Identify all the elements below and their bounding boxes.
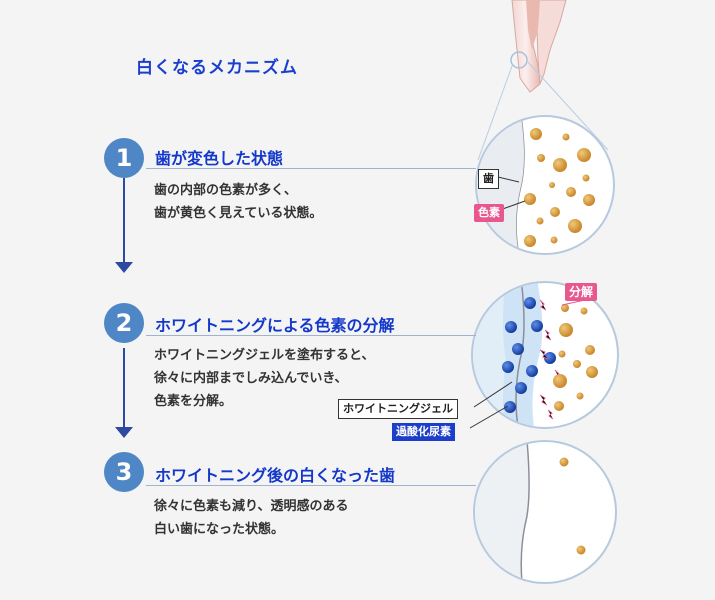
step-description-2: ホワイトニングジェルを塗布すると、 徐々に内部までしみ込んでいき、 色素を分解。 [154,344,374,413]
page-title: 白くなるメカニズム [136,58,298,78]
step-title-3: ホワイトニング後の白くなった歯 [155,466,396,485]
step-underline-2 [146,335,476,336]
description-line: 徐々に内部までしみ込んでいき、 [154,371,348,386]
step-description-1: 歯の内部の色素が多く、 歯が黄色く見えている状態。 [154,179,322,225]
step-number-1: 1 [104,138,144,178]
step-number-3: 3 [104,452,144,492]
tooth-label: 歯 [478,169,499,189]
description-line: 歯の内部の色素が多く、 [154,183,298,198]
gel-label: ホワイトニングジェル [338,399,458,419]
description-line: ホワイトニングジェルを塗布すると、 [154,348,375,363]
description-line: 歯が黄色く見えている状態。 [154,206,323,221]
zoom-circle-decomposition [469,281,619,429]
decompose-label: 分解 [565,283,598,301]
step-description-3: 徐々に色素も減り、透明感のある 白い歯になった状態。 [154,495,348,541]
description-line: 白い歯になった状態。 [154,522,285,537]
tooth-illustration [510,0,567,93]
step-title-2: ホワイトニングによる色素の分解 [155,316,395,335]
pigment-label: 色素 [474,204,504,222]
description-line: 色素を分解。 [154,394,233,409]
flow-arrow-2 [115,348,133,438]
zoom-circle-whitened [473,440,617,584]
description-line: 徐々に色素も減り、透明感のある [154,499,349,514]
step-title-1: 歯が変色した状態 [155,149,284,168]
step-underline-3 [146,485,476,486]
peroxide-label: 過酸化尿素 [392,423,455,441]
flow-arrow-1 [115,178,133,273]
step-underline-1 [146,168,476,169]
step-number-2: 2 [104,303,144,343]
